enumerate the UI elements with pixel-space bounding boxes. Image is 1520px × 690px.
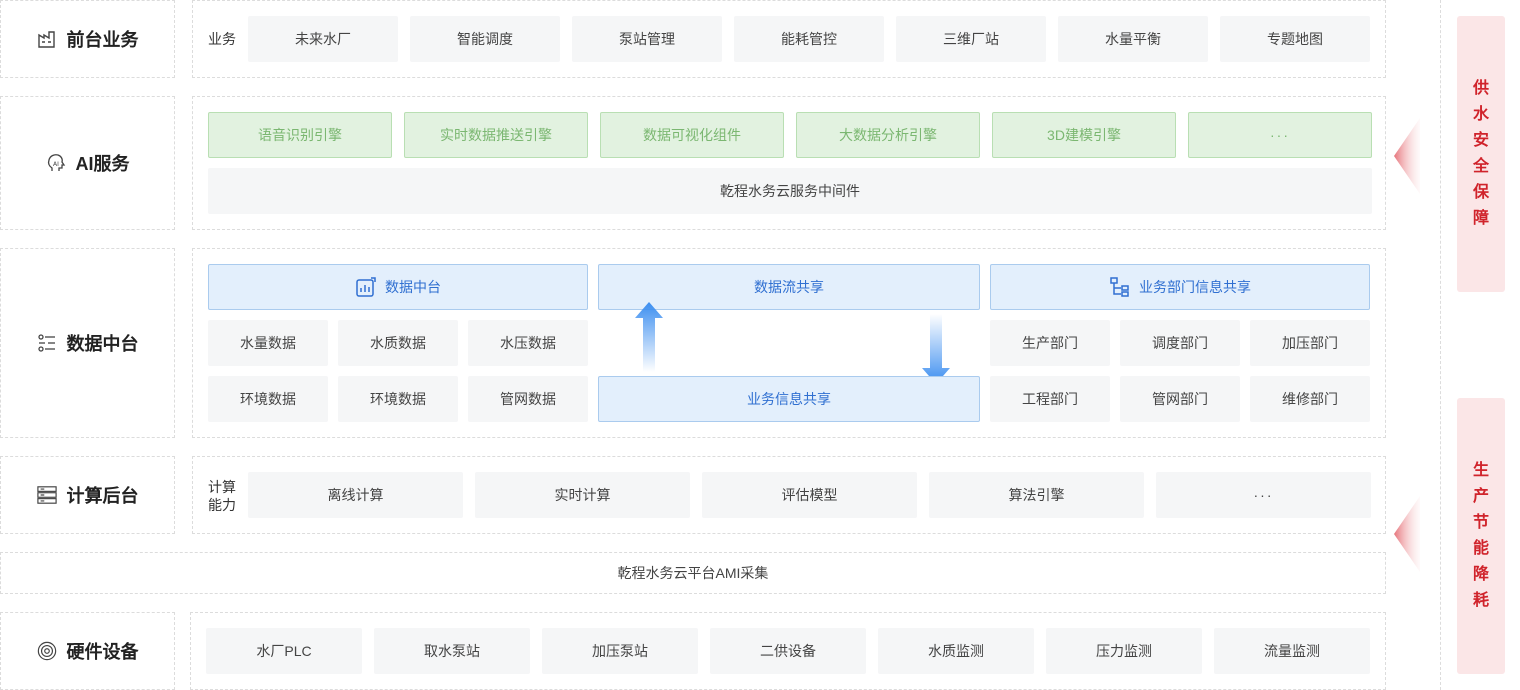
department-item[interactable]: 工程部门 [990, 376, 1110, 422]
layer-label-data: 数据中台 [0, 248, 175, 438]
department-item[interactable]: 管网部门 [1120, 376, 1240, 422]
hardware-item[interactable]: 水厂PLC [206, 628, 362, 674]
compute-item[interactable]: 实时计算 [475, 472, 690, 518]
ai-engine[interactable]: 数据可视化组件 [600, 112, 784, 158]
layer-title: 前台业务 [66, 30, 139, 50]
ai-engine[interactable]: 语音识别引擎 [208, 112, 392, 158]
down-arrow-icon [922, 314, 950, 384]
department-item[interactable]: 生产部门 [990, 320, 1110, 366]
compute-item[interactable]: 离线计算 [248, 472, 463, 518]
compute-item-more[interactable]: ··· [1156, 472, 1371, 518]
frontend-item[interactable]: 水量平衡 [1058, 16, 1208, 62]
svg-text:AI: AI [53, 161, 59, 168]
ai-engine[interactable]: 3D建模引擎 [992, 112, 1176, 158]
compute-item[interactable]: 评估模型 [702, 472, 917, 518]
dept-share-header[interactable]: 业务部门信息共享 [990, 264, 1370, 310]
layer-label-hardware: 硬件设备 [0, 612, 175, 690]
ai-middleware[interactable]: 乾程水务云服务中间件 [208, 168, 1372, 214]
chevron-left-icon [1394, 118, 1420, 194]
data-panel [192, 248, 1386, 438]
frontend-item[interactable]: 未来水厂 [248, 16, 398, 62]
department-item[interactable]: 调度部门 [1120, 320, 1240, 366]
department-item[interactable]: 维修部门 [1250, 376, 1370, 422]
layer-title: AI服务 [75, 154, 130, 174]
data-flow-share[interactable]: 数据流共享 [598, 264, 980, 310]
up-arrow-icon [635, 302, 663, 372]
org-tree-icon [1109, 276, 1131, 298]
side-panel-safety: 供水安全保障 [1457, 16, 1505, 292]
ami-label: 乾程水务云平台AMI采集 [617, 565, 769, 581]
hardware-item[interactable]: 二供设备 [710, 628, 866, 674]
data-item[interactable]: 水质数据 [338, 320, 458, 366]
factory-icon [37, 29, 57, 49]
layer-label-frontend: 前台业务 [0, 0, 175, 78]
side-panel-energy: 生产节能降耗 [1457, 398, 1505, 674]
compute-prefix-line1: 计算 [208, 479, 236, 495]
biz-info-share[interactable]: 业务信息共享 [598, 376, 980, 422]
frontend-panel [192, 0, 1386, 78]
ai-engine[interactable]: 大数据分析引擎 [796, 112, 980, 158]
data-item[interactable]: 管网数据 [468, 376, 588, 422]
ai-engine-more[interactable]: ··· [1188, 112, 1372, 158]
server-icon [36, 485, 57, 505]
layer-title: 硬件设备 [66, 642, 139, 662]
chart-icon [355, 276, 377, 298]
department-item[interactable]: 加压部门 [1250, 320, 1370, 366]
frontend-item[interactable]: 能耗管控 [734, 16, 884, 62]
compute-prefix-line2: 能力 [208, 497, 236, 513]
ai-engine[interactable]: 实时数据推送引擎 [404, 112, 588, 158]
layer-label-compute: 计算后台 [0, 456, 175, 534]
dept-share-label: 业务部门信息共享 [1139, 279, 1251, 295]
hardware-item[interactable]: 水质监测 [878, 628, 1034, 674]
list-settings-icon [37, 333, 57, 353]
data-hub-label: 数据中台 [385, 279, 441, 295]
ai-panel [192, 96, 1386, 230]
circle-target-icon [37, 641, 57, 661]
layer-title: 计算后台 [66, 486, 139, 506]
frontend-prefix: 业务 [208, 31, 236, 47]
layer-label-ai: AI AI服务 [0, 96, 175, 230]
hardware-item[interactable]: 压力监测 [1046, 628, 1202, 674]
side-label-safety: 供水安全保障 [1472, 80, 1489, 227]
hardware-item[interactable]: 加压泵站 [542, 628, 698, 674]
data-hub-header[interactable]: 数据中台 [208, 264, 588, 310]
hardware-item[interactable]: 取水泵站 [374, 628, 530, 674]
hardware-item[interactable]: 流量监测 [1214, 628, 1370, 674]
data-item[interactable]: 水量数据 [208, 320, 328, 366]
ai-head-icon: AI [46, 153, 66, 173]
data-item[interactable]: 环境数据 [208, 376, 328, 422]
side-label-energy: 生产节能降耗 [1472, 462, 1489, 609]
side-strip [1440, 0, 1520, 690]
data-item[interactable]: 环境数据 [338, 376, 458, 422]
frontend-item[interactable]: 三维厂站 [896, 16, 1046, 62]
frontend-item[interactable]: 专题地图 [1220, 16, 1370, 62]
layer-title: 数据中台 [66, 334, 139, 354]
data-item[interactable]: 水压数据 [468, 320, 588, 366]
frontend-item[interactable]: 智能调度 [410, 16, 560, 62]
compute-item[interactable]: 算法引擎 [929, 472, 1144, 518]
chevron-left-icon [1394, 496, 1420, 572]
frontend-item[interactable]: 泵站管理 [572, 16, 722, 62]
compute-panel [192, 456, 1386, 534]
ami-bar: 乾程水务云平台AMI采集 [0, 552, 1386, 594]
